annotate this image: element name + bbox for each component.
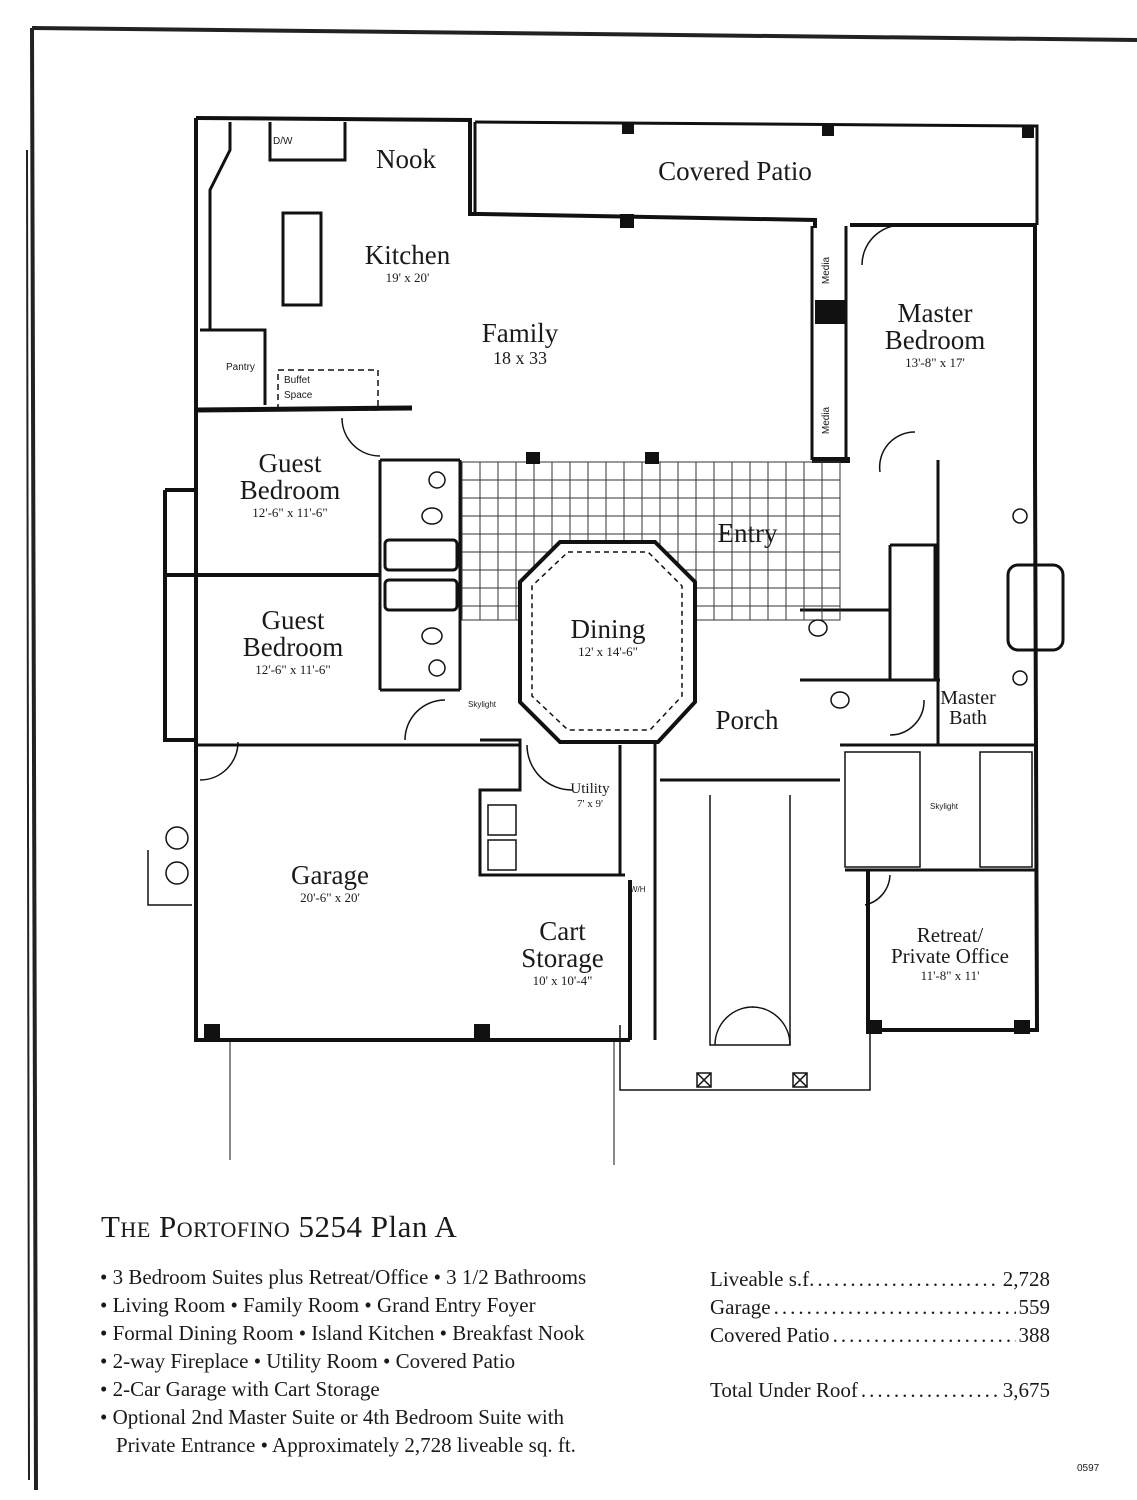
room-kitchen-name: Kitchen	[364, 240, 451, 270]
feature-line: • 2-Car Garage with Cart Storage	[100, 1377, 380, 1401]
stat-liveable-value: 2,728	[1002, 1267, 1050, 1291]
stat-covered-patio-label: Covered Patio	[710, 1323, 830, 1347]
plan-title: The Portofino 5254 Plan A	[101, 1209, 457, 1245]
feature-line: Private Entrance • Approximately 2,728 l…	[116, 1433, 576, 1457]
room-porch: Porch	[702, 707, 792, 734]
label-dw: D/W	[273, 136, 293, 147]
room-kitchen: Kitchen 19' x 20'	[345, 240, 470, 285]
feature-line: • Living Room • Family Room • Grand Entr…	[100, 1293, 536, 1317]
room-master-bedroom: Master Bedroom 13'-8" x 17'	[870, 298, 1000, 370]
room-guest-bedroom-1: Guest Bedroom 12'-6" x 11'-6"	[225, 448, 355, 520]
stat-liveable-label: Liveable s.f.	[710, 1267, 815, 1291]
room-guest-bedroom-1-name2: Bedroom	[239, 475, 341, 505]
stat-covered-patio: Covered Patio ..........................…	[710, 1323, 1051, 1347]
interior-walls	[195, 122, 1065, 1091]
label-media-bottom: Media	[821, 406, 833, 435]
stat-total: Total Under Roof .......................…	[710, 1378, 1050, 1402]
room-cart-storage: Cart Storage 10' x 10'-4"	[505, 916, 620, 988]
feature-line: • Formal Dining Room • Island Kitchen • …	[100, 1321, 585, 1345]
room-kitchen-dim: 19' x 20'	[385, 270, 430, 285]
fixtures	[147, 471, 1028, 1165]
stat-garage-label: Garage	[710, 1295, 771, 1319]
room-porch-name: Porch	[715, 705, 779, 735]
label-media-top: Media	[821, 256, 833, 285]
label-skylight-right: Skylight	[930, 802, 959, 811]
plan-title-number: 5254 Plan A	[298, 1209, 458, 1244]
room-entry-name: Entry	[717, 518, 778, 548]
room-covered-patio: Covered Patio	[620, 158, 850, 185]
room-master-bedroom-dim: 13'-8" x 17'	[905, 355, 965, 370]
room-nook: Nook	[360, 146, 452, 173]
feature-line: • Optional 2nd Master Suite or 4th Bedro…	[100, 1405, 565, 1429]
room-guest-bedroom-2: Guest Bedroom 12'-6" x 11'-6"	[228, 605, 358, 677]
label-space: Space	[284, 390, 313, 401]
room-utility-dim: 7' x 9'	[577, 798, 603, 810]
room-retreat-office: Retreat/ Private Office 11'-8" x 11'	[875, 923, 1025, 983]
room-dining-name: Dining	[570, 614, 646, 644]
dining-octagon	[518, 540, 697, 744]
stat-garage-value: 559	[1018, 1295, 1051, 1319]
stat-covered-patio-value: 388	[1018, 1323, 1051, 1347]
room-garage-dim: 20'-6" x 20'	[300, 890, 360, 905]
room-guest-bedroom-1-dim: 12'-6" x 11'-6"	[252, 505, 328, 520]
room-dining: Dining 12' x 14'-6"	[553, 614, 663, 659]
room-retreat-name2: Private Office	[891, 944, 1009, 968]
room-garage-name: Garage	[291, 860, 369, 890]
room-master-bath-name2: Bath	[949, 707, 987, 729]
stat-garage: Garage .................................…	[710, 1295, 1051, 1319]
feature-line: • 2-way Fireplace • Utility Room • Cover…	[100, 1349, 516, 1373]
room-guest-bedroom-2-name1: Guest	[261, 605, 325, 635]
room-garage: Garage 20'-6" x 20'	[265, 860, 395, 905]
room-utility: Utility 7' x 9'	[562, 782, 618, 810]
area-stats: Liveable s.f. ..........................…	[710, 1265, 1050, 1404]
room-master-bath: Master Bath	[930, 688, 1006, 728]
page-border	[26, 26, 1137, 1491]
room-entry: Entry	[700, 520, 795, 547]
columns	[204, 122, 1034, 1040]
room-master-bedroom-name2: Bedroom	[884, 325, 986, 355]
label-skylight-left: Skylight	[468, 700, 497, 709]
page-code: 0597	[1077, 1463, 1100, 1474]
room-guest-bedroom-2-name2: Bedroom	[242, 632, 344, 662]
label-pantry: Pantry	[226, 362, 255, 373]
stat-total-label: Total Under Roof	[710, 1378, 858, 1402]
room-cart-storage-dim: 10' x 10'-4"	[532, 973, 593, 988]
plan-title-prefix: The Portofino	[101, 1209, 291, 1244]
feature-line: • 3 Bedroom Suites plus Retreat/Office •…	[100, 1265, 587, 1289]
stat-liveable: Liveable s.f. ..........................…	[710, 1267, 1050, 1291]
room-dining-dim: 12' x 14'-6"	[578, 644, 638, 659]
room-retreat-dim: 11'-8" x 11'	[920, 968, 980, 983]
label-buffet: Buffet	[284, 375, 310, 386]
label-wh: W/H	[630, 885, 646, 894]
room-master-bath-name1: Master	[940, 687, 996, 709]
room-guest-bedroom-2-dim: 12'-6" x 11'-6"	[255, 662, 331, 677]
room-family-dim: 18 x 33	[493, 348, 547, 368]
room-family-name: Family	[481, 318, 559, 348]
room-retreat-name1: Retreat/	[916, 923, 984, 947]
door-swings	[199, 224, 925, 1046]
room-nook-name: Nook	[376, 144, 436, 174]
room-cart-storage-name2: Storage	[521, 943, 604, 973]
room-master-bedroom-name1: Master	[897, 298, 973, 328]
features-list: • 3 Bedroom Suites plus Retreat/Office •…	[100, 1263, 586, 1459]
room-guest-bedroom-1-name1: Guest	[258, 448, 322, 478]
room-cart-storage-name1: Cart	[539, 916, 586, 946]
room-covered-patio-name: Covered Patio	[658, 156, 812, 186]
room-family: Family 18 x 33	[460, 318, 580, 368]
stat-total-value: 3,675	[1002, 1378, 1050, 1402]
room-utility-name: Utility	[570, 781, 610, 797]
